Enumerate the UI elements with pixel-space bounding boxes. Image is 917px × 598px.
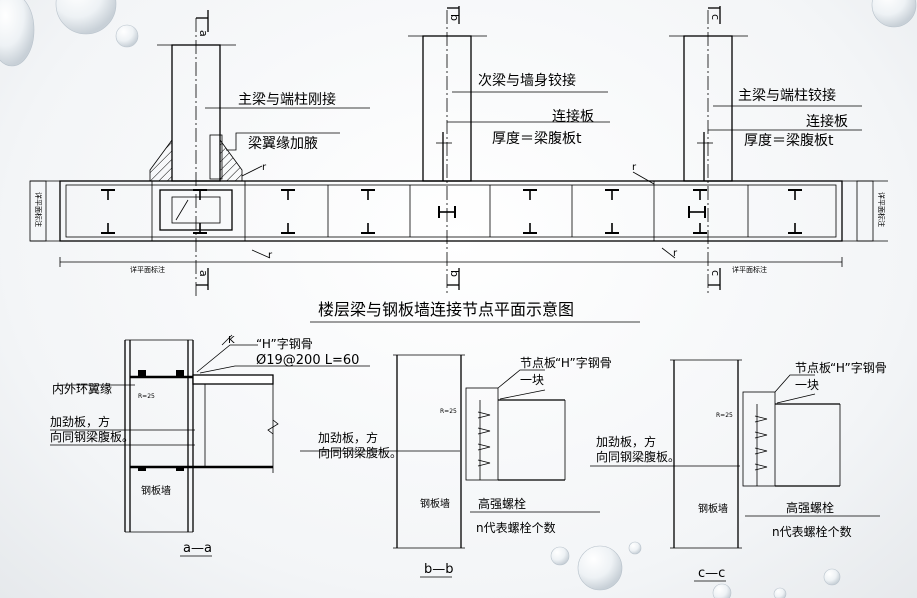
label-plan-elevation-right: 详平面标注 [732,265,767,274]
label-gusset-b-1: 节点板 [520,356,556,370]
label-ring-flange: 内外环翼缘 [52,382,112,396]
label-radius-c: R=25 [716,412,733,419]
label-gusset-c-1: 节点板 [795,361,831,375]
label-wall-c: 钢板墙 [698,502,728,515]
label-stud: Ø19@200 L=60 [256,353,359,368]
label-end-elevation-right: 详平面标注 [877,192,886,227]
label-stiffener-a-1: 加劲板，方 [50,414,110,429]
section-c-c: 节点板 一块 “H”字钢骨 R=25 加劲板，方 向同钢梁腹板。 钢板墙 高强螺… [590,359,887,582]
label-secondary-beam-hinged: 次梁与墙身铰接 [478,72,576,89]
label-main-beam-hinged: 主梁与端柱铰接 [738,87,836,104]
section-mark-a-top: a [197,30,210,37]
section-mark-c-bottom: c [709,270,722,276]
label-section-c-c: c—c [698,566,725,581]
label-gusset-c-2: 一块 [795,378,819,392]
label-h-steel-a: “H”字钢骨 [256,336,313,351]
section-mark-c-top: c [709,14,722,20]
section-mark-a-bottom: a [197,270,210,277]
r-mark-3: r [268,250,273,261]
label-section-a-a: a—a [183,541,212,556]
drawing-title: 楼层梁与钢板墙连接节点平面示意图 [318,300,574,319]
r-mark-4: r [673,248,678,259]
label-wall-a: 钢板墙 [141,484,171,497]
label-connection-plate-c: 连接板 [806,113,848,130]
section-b-b: 节点板 一块 “H”字钢骨 R=25 加劲板，方 向同钢梁腹板。 钢板墙 高强螺… [300,354,612,578]
label-h-steel-b: “H”字钢骨 [555,355,612,370]
label-stiffener-a-2: 向同钢梁腹板。 [50,429,134,444]
label-stiffener-b-2: 向同钢梁腹板。 [318,445,402,460]
label-stiffener-b-1: 加劲板，方 [318,430,378,445]
label-end-elevation-left: 详平面标注 [34,192,43,227]
label-h-steel-c: “H”字钢骨 [830,360,887,375]
label-connection-plate-b: 连接板 [552,108,594,125]
section-a-a: K “H”字钢骨 Ø19@200 L=60 内外环翼缘 R=25 加劲板，方 向… [50,334,370,557]
label-gusset-b-2: 一块 [520,373,544,387]
label-thickness-c: 厚度＝梁腹板t [744,132,834,149]
label-radius-a: R=25 [138,393,155,400]
r-mark-2: r [632,162,637,173]
label-section-b-b: b—b [424,562,454,577]
section-mark-b-bottom: b [448,270,461,277]
label-flange-haunch: 梁翼缘加腋 [248,136,318,152]
label-bolt-b: 高强螺栓 [478,496,526,511]
label-bolt-c: 高强螺栓 [786,500,834,515]
label-bolt-note-c: n代表螺栓个数 [772,524,852,539]
label-thickness-b: 厚度＝梁腹板t [492,130,582,147]
label-plan-elevation-left: 详平面标注 [130,265,165,274]
label-stiffener-c-1: 加劲板，方 [596,434,656,449]
label-wall-b: 钢板墙 [420,497,450,510]
label-radius-b: R=25 [440,408,457,415]
r-mark-1: r [262,162,267,173]
label-main-beam-rigid: 主梁与端柱刚接 [238,91,336,108]
label-stiffener-c-2: 向同钢梁腹板。 [596,449,680,464]
plan-view: a a b b c c 主梁与端柱刚接 梁翼缘加腋 次梁与墙身铰接 连接板 厚度… [29,6,888,296]
label-bolt-note-b: n代表螺栓个数 [476,520,556,535]
section-mark-b-top: b [448,14,461,21]
k-mark: K [228,335,235,346]
